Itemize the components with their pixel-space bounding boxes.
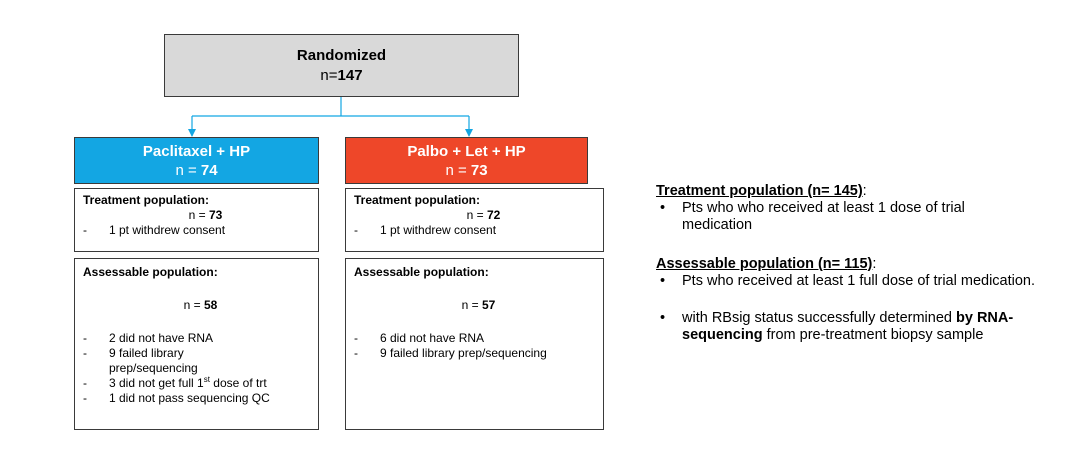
assessable-population-box-palbo: Assessable population: n = 57 6 did not … <box>345 258 604 430</box>
list-item: 1 did not pass sequencing QC <box>83 391 318 406</box>
list-item: 2 did not have RNA <box>83 331 318 346</box>
item-text: dose of trt <box>209 376 267 390</box>
assessable-definition-heading: Assessable population (n= 115): <box>656 256 1066 273</box>
randomized-box: Randomized n=147 <box>164 34 519 97</box>
assessable-definition-list: Pts who received at least 1 full dose of… <box>656 273 1066 344</box>
treatment-population-title: Treatment population: <box>83 193 209 207</box>
arm-name: Paclitaxel + HP <box>142 142 251 160</box>
item-text: from pre-treatment biopsy sample <box>762 327 984 343</box>
item-text: 3 did not get full 1 <box>109 376 204 390</box>
n-prefix: n = <box>183 298 204 312</box>
arm-box-palbo: Palbo + Let + HP n = 73 <box>345 137 588 184</box>
assessable-population-n: n = 58 <box>83 298 318 313</box>
n-prefix: n = <box>188 208 209 222</box>
treatment-definition-heading: Treatment population (n= 145): <box>656 183 1066 200</box>
treatment-population-title: Treatment population: <box>354 193 480 207</box>
assessable-population-title: Assessable population: <box>354 265 489 279</box>
assessable-population-n: n = 57 <box>354 298 603 313</box>
treatment-definition-list: Pts who who received at least 1 dose of … <box>656 200 1066 234</box>
list-item: 6 did not have RNA <box>354 331 603 346</box>
n-value: 73 <box>209 208 223 222</box>
list-item: with RBsig status successfully determine… <box>656 310 1066 344</box>
item-bold-text: by RNA-sequencing <box>682 310 1014 343</box>
population-definitions: Treatment population (n= 145): Pts who w… <box>656 183 1066 344</box>
n-value: 58 <box>204 298 218 312</box>
heading-text: Assessable population (n= 115) <box>656 256 873 272</box>
arm-n-value: 74 <box>200 161 218 179</box>
treatment-definition: Treatment population (n= 145): Pts who w… <box>656 183 1066 234</box>
heading-suffix: : <box>872 256 877 272</box>
heading-suffix: : <box>862 183 867 199</box>
list-item: 1 pt withdrew consent <box>83 223 318 238</box>
arm-n: n = 74 <box>175 161 217 180</box>
treatment-population-box-palbo: Treatment population: n = 72 1 pt withdr… <box>345 188 604 252</box>
list-item: 9 failed library prep/sequencing <box>354 346 603 361</box>
assessable-population-box-paclitaxel: Assessable population: n = 58 2 did not … <box>74 258 319 430</box>
randomized-n: n=147 <box>320 66 362 86</box>
arm-n-prefix: n = <box>445 161 471 179</box>
treatment-population-n: n = 73 <box>83 208 318 223</box>
n-prefix: n = <box>461 298 482 312</box>
arm-box-paclitaxel: Paclitaxel + HP n = 74 <box>74 137 319 184</box>
treatment-population-n: n = 72 <box>354 208 603 223</box>
arm-name: Palbo + Let + HP <box>407 142 526 160</box>
arm-n-value: 73 <box>470 161 488 179</box>
randomized-n-prefix: n= <box>320 66 338 84</box>
arm-n-prefix: n = <box>175 161 201 179</box>
list-item: 1 pt withdrew consent <box>354 223 603 238</box>
item-superscript: st <box>203 375 210 384</box>
randomized-n-value: 147 <box>337 66 363 84</box>
treatment-exclusions: 1 pt withdrew consent <box>83 223 318 238</box>
n-prefix: n = <box>466 208 487 222</box>
list-item: 9 failed library prep/sequencing <box>83 346 318 376</box>
assessable-exclusions: 6 did not have RNA 9 failed library prep… <box>354 331 603 361</box>
assessable-definition: Assessable population (n= 115): Pts who … <box>656 256 1066 344</box>
treatment-exclusions: 1 pt withdrew consent <box>354 223 603 238</box>
assessable-exclusions: 2 did not have RNA 9 failed library prep… <box>83 331 318 406</box>
n-value: 72 <box>487 208 501 222</box>
item-text: with RBsig status successfully determine… <box>682 310 956 326</box>
treatment-population-box-paclitaxel: Treatment population: n = 73 1 pt withdr… <box>74 188 319 252</box>
heading-text: Treatment population (n= 145) <box>656 183 863 199</box>
list-item: 3 did not get full 1st dose of trt <box>83 375 318 392</box>
arm-n: n = 73 <box>445 161 487 180</box>
assessable-population-title: Assessable population: <box>83 265 218 279</box>
list-item: Pts who who received at least 1 dose of … <box>656 200 1066 234</box>
randomized-title: Randomized <box>296 46 387 64</box>
list-item: Pts who received at least 1 full dose of… <box>656 273 1066 290</box>
n-value: 57 <box>482 298 496 312</box>
